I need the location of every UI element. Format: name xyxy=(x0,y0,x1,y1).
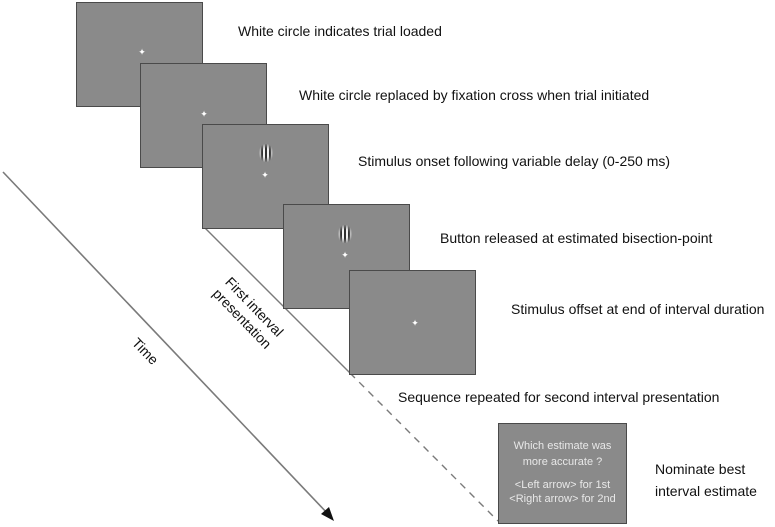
response-question-line-1: Which estimate was xyxy=(513,440,612,452)
repeat-caption: Sequence repeated for second interval pr… xyxy=(398,389,720,405)
first-interval-line xyxy=(202,225,351,374)
step-5-caption: Stimulus offset at end of interval durat… xyxy=(511,301,765,317)
fixation-cross-marker: ✦ xyxy=(341,250,349,260)
time-arrowhead xyxy=(321,507,334,521)
final-caption: Nominate best interval estimate xyxy=(655,458,757,502)
response-keys: <Left arrow> for 1st <Right arrow> for 2… xyxy=(499,478,626,506)
final-caption-line-2: interval estimate xyxy=(655,483,757,499)
response-question: Which estimate was more accurate ? xyxy=(499,438,626,470)
step-4-caption: Button released at estimated bisection-p… xyxy=(440,230,713,246)
left-arrow-instruction: <Left arrow> for 1st xyxy=(514,479,611,491)
right-arrow-instruction: <Right arrow> for 2nd xyxy=(509,493,616,505)
step-3-caption: Stimulus onset following variable delay … xyxy=(358,153,671,169)
stimulus-offset-frame: ✦ xyxy=(349,270,476,375)
response-question-line-2: more accurate ? xyxy=(522,456,603,468)
grating-stimulus xyxy=(338,225,352,243)
grating-stimulus xyxy=(259,144,273,162)
step-1-caption: White circle indicates trial loaded xyxy=(238,23,442,39)
response-frame: Which estimate was more accurate ? <Left… xyxy=(498,423,627,524)
fixation-cross-marker: ✦ xyxy=(200,109,208,119)
final-caption-line-1: Nominate best xyxy=(655,461,746,477)
white-circle-marker: ✦ xyxy=(138,47,146,57)
second-interval-dashed-line xyxy=(349,372,499,522)
fixation-cross-marker: ✦ xyxy=(261,170,269,180)
step-2-caption: White circle replaced by fixation cross … xyxy=(299,87,650,103)
time-arrow-line xyxy=(2,171,330,516)
fixation-cross-marker: ✦ xyxy=(411,318,419,328)
